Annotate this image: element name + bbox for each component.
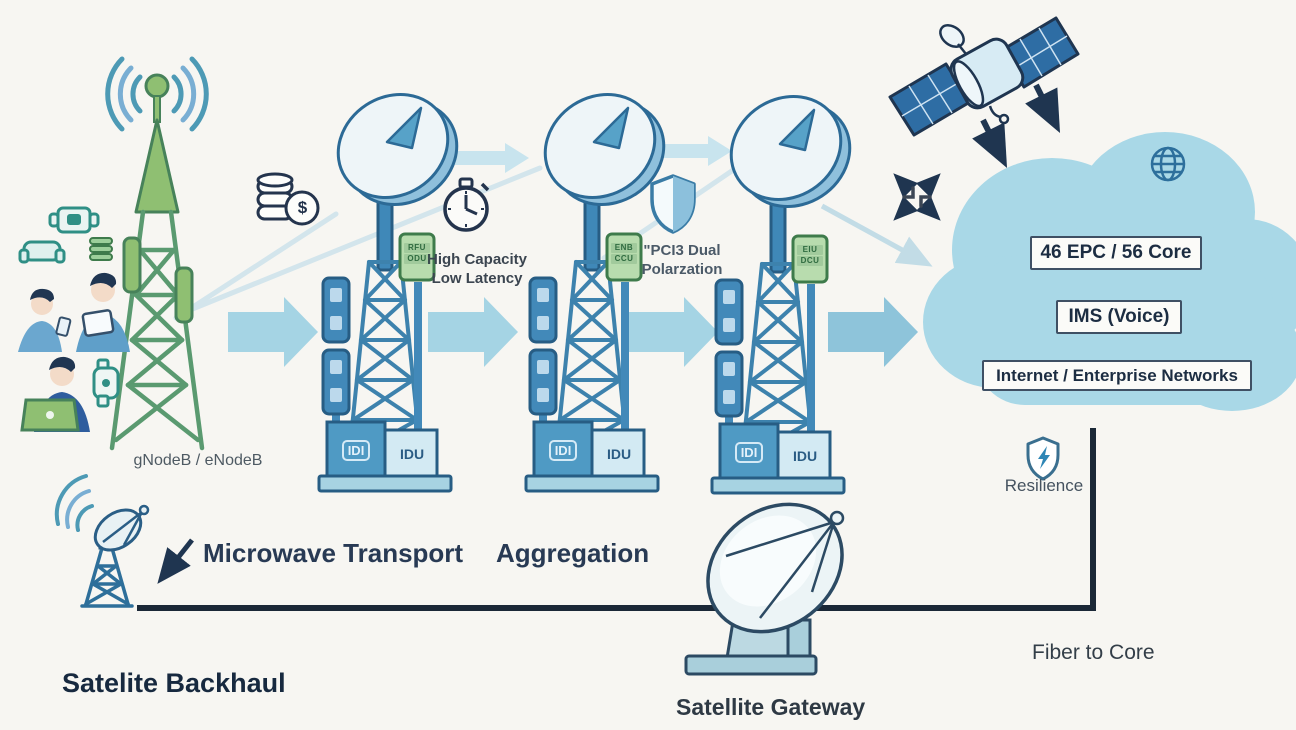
satellite-backhaul-label: Satelite Backhaul xyxy=(62,668,286,698)
equipment-line: EIU xyxy=(797,245,823,255)
cloud-box-epc-core: 46 EPC / 56 Core xyxy=(1030,236,1202,270)
stopwatch-latency-icon xyxy=(443,177,490,232)
user-with-tablet xyxy=(76,272,130,352)
high-capacity-label: High Capacity Low Latency xyxy=(416,250,538,288)
tower2-idi-badge: IDI xyxy=(541,440,585,461)
cloud-box-ims-voice: IMS (Voice) xyxy=(1056,300,1182,334)
connected-car-icon xyxy=(18,240,66,264)
tower1-idu-label: IDU xyxy=(399,446,425,462)
tower2-equipment-label: ENB CCU xyxy=(608,242,640,265)
microwave-tower-2 xyxy=(526,74,684,491)
tower1-idi-badge: IDI xyxy=(334,440,378,461)
equipment-line: ODU xyxy=(404,254,430,264)
dual-polarization-line1: "PCI3 Dual xyxy=(643,242,721,259)
equipment-line: ENB xyxy=(611,243,637,253)
microwave-transport-label: Microwave Transport xyxy=(203,538,464,568)
tower1-equipment-label: RFU ODU xyxy=(401,242,433,265)
equipment-line: DCU xyxy=(797,256,823,266)
data-stack-icon xyxy=(89,237,113,261)
dollar-coin-icon: $ xyxy=(297,198,308,217)
tower3-idi-badge: IDI xyxy=(727,442,771,463)
resilience-shield-icon xyxy=(1026,436,1060,481)
cloud-box-internet-enterprise: Internet / Enterprise Networks xyxy=(982,360,1252,391)
dual-polarization-label: "PCI3 Dual Polarzation xyxy=(612,241,752,279)
expand-arrows-icon xyxy=(893,173,941,221)
gnodeb-tower xyxy=(105,56,209,451)
dual-polarization-line2: Polarzation xyxy=(641,261,723,278)
equipment-line: CCU xyxy=(611,254,637,264)
idi-label: IDI xyxy=(734,442,764,463)
satellite-gateway-dish xyxy=(684,502,845,676)
tower2-idu-label: IDU xyxy=(606,446,632,462)
smartwatch-icon xyxy=(92,358,120,408)
idi-label: IDI xyxy=(341,440,371,461)
aggregation-label: Aggregation xyxy=(496,538,650,568)
backhaul-pointer-arrow xyxy=(157,538,194,584)
fiber-backhaul-line xyxy=(137,428,1096,611)
satellite-icon xyxy=(888,16,1080,137)
equipment-line: RFU xyxy=(404,243,430,253)
high-capacity-line2: Low Latency xyxy=(431,270,523,287)
resilience-label: Resilience xyxy=(1004,476,1084,495)
shield-icon xyxy=(650,174,696,234)
tower3-equipment-label: EIU DCU xyxy=(794,244,826,267)
idi-label: IDI xyxy=(548,440,578,461)
users-and-devices xyxy=(18,206,130,432)
gnodeb-label: gNodeB / eNodeB xyxy=(133,452,263,469)
coins-cost-icon xyxy=(256,172,320,226)
globe-icon xyxy=(1150,146,1186,182)
satellite-downlink-arrows xyxy=(972,83,1061,169)
satellite-gateway-label: Satellite Gateway xyxy=(676,694,866,720)
wifi-waves-icon xyxy=(105,56,209,132)
user-with-laptop xyxy=(20,356,90,432)
tower3-idu-label: IDU xyxy=(792,448,818,464)
flow-arrows xyxy=(228,297,918,367)
iot-robot-icon xyxy=(48,206,100,234)
fiber-to-core-label: Fiber to Core xyxy=(1032,641,1155,664)
ray-to-cloud-arrow xyxy=(820,203,933,267)
hop-arrows xyxy=(437,136,732,173)
high-capacity-line1: High Capacity xyxy=(426,251,528,268)
satellite-backhaul-tower xyxy=(54,474,150,608)
user-with-phone xyxy=(18,288,72,352)
microwave-tower-3 xyxy=(712,76,870,493)
